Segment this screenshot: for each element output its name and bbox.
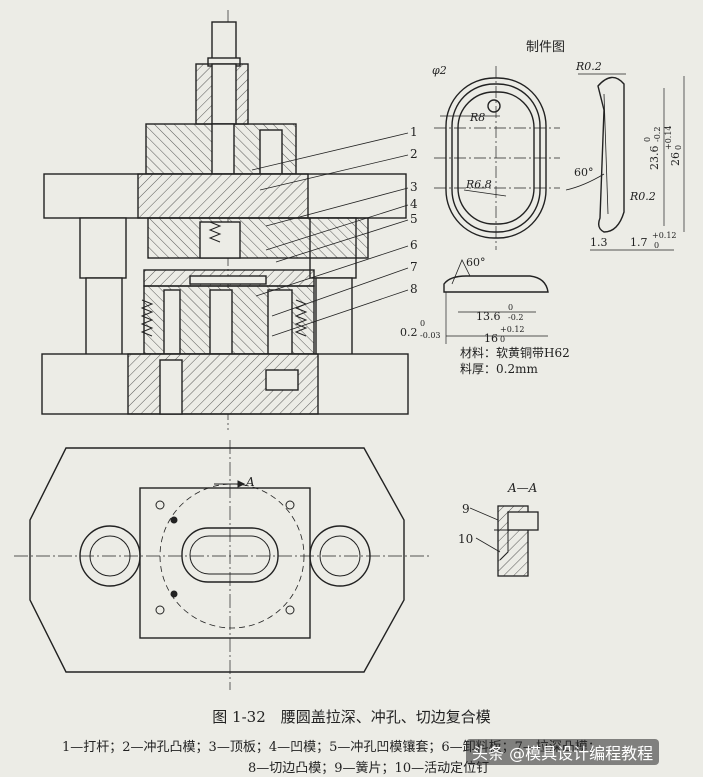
callout-4: 4 xyxy=(410,197,418,211)
part-drawing-title: 制件图 xyxy=(526,40,565,55)
section-mark-a: A xyxy=(245,475,255,489)
dim-phi2: φ2 xyxy=(432,64,447,77)
dim-r8: R8 xyxy=(469,111,485,124)
tol-16-lower: 0 xyxy=(500,335,505,344)
callout-3: 3 xyxy=(410,180,418,194)
tol-26-lower: 0 xyxy=(674,145,683,150)
callout-2: 2 xyxy=(410,147,418,161)
dim-16: 16 xyxy=(484,332,498,345)
callout-5: 5 xyxy=(410,212,418,226)
dim-60-section: 60° xyxy=(466,256,486,269)
die-section-view xyxy=(41,10,409,430)
callout-10: 10 xyxy=(458,532,473,546)
dim-1-3: 1.3 xyxy=(590,236,608,249)
section-title: A—A xyxy=(507,481,538,495)
section-a-a: A—A 9 10 xyxy=(458,481,539,577)
tol-13-6-lower: -0.2 xyxy=(508,313,523,322)
part-drawing: 制件图 φ2 R8 R6.8 R0.2 60° R0.2 23. xyxy=(400,40,685,376)
dim-26: 26 xyxy=(669,152,682,166)
tol-16-upper: +0.12 xyxy=(500,325,525,334)
tol-26-upper: +0.14 xyxy=(664,125,673,150)
tol-23-6-upper: 0 xyxy=(643,137,652,142)
plan-view xyxy=(14,440,430,690)
tol-13-6-upper: 0 xyxy=(508,303,513,312)
tol-1-7-lower: 0 xyxy=(654,241,659,250)
dim-0-2: 0.2 xyxy=(400,326,418,339)
dim-23-6: 23.6 xyxy=(648,146,661,171)
callout-numbers: 1 2 3 4 5 6 7 8 xyxy=(410,125,418,296)
tol-1-7-upper: +0.12 xyxy=(652,231,677,240)
dim-60-side: 60° xyxy=(574,166,594,179)
legend-line-2: 8—切边凸模；9—簧片；10—活动定位钉 xyxy=(248,761,490,776)
callout-leaders xyxy=(251,132,409,337)
dim-r6-8: R6.8 xyxy=(465,178,492,191)
dim-1-7: 1.7 xyxy=(630,236,648,249)
tol-0-2-lower: -0.03 xyxy=(420,331,441,340)
callout-7: 7 xyxy=(410,260,418,274)
dim-13-6: 13.6 xyxy=(476,310,501,323)
callout-8: 8 xyxy=(410,282,418,296)
tol-23-6-lower: -0.2 xyxy=(653,127,662,142)
material-note: 材料：软黄铜带H62 xyxy=(460,345,570,360)
thickness-note: 料厚：0.2mm xyxy=(460,362,538,376)
tol-0-2-upper: 0 xyxy=(420,319,425,328)
figure-caption: 图 1-32 腰圆盖拉深、冲孔、切边复合模 xyxy=(212,708,491,726)
dim-r0-2-bottom: R0.2 xyxy=(629,190,656,203)
dim-r0-2-top: R0.2 xyxy=(575,60,602,73)
callout-6: 6 xyxy=(410,238,418,252)
watermark: 头条 @模具设计编程教程 xyxy=(466,739,660,765)
callout-9: 9 xyxy=(462,502,470,516)
callout-1: 1 xyxy=(410,125,418,139)
